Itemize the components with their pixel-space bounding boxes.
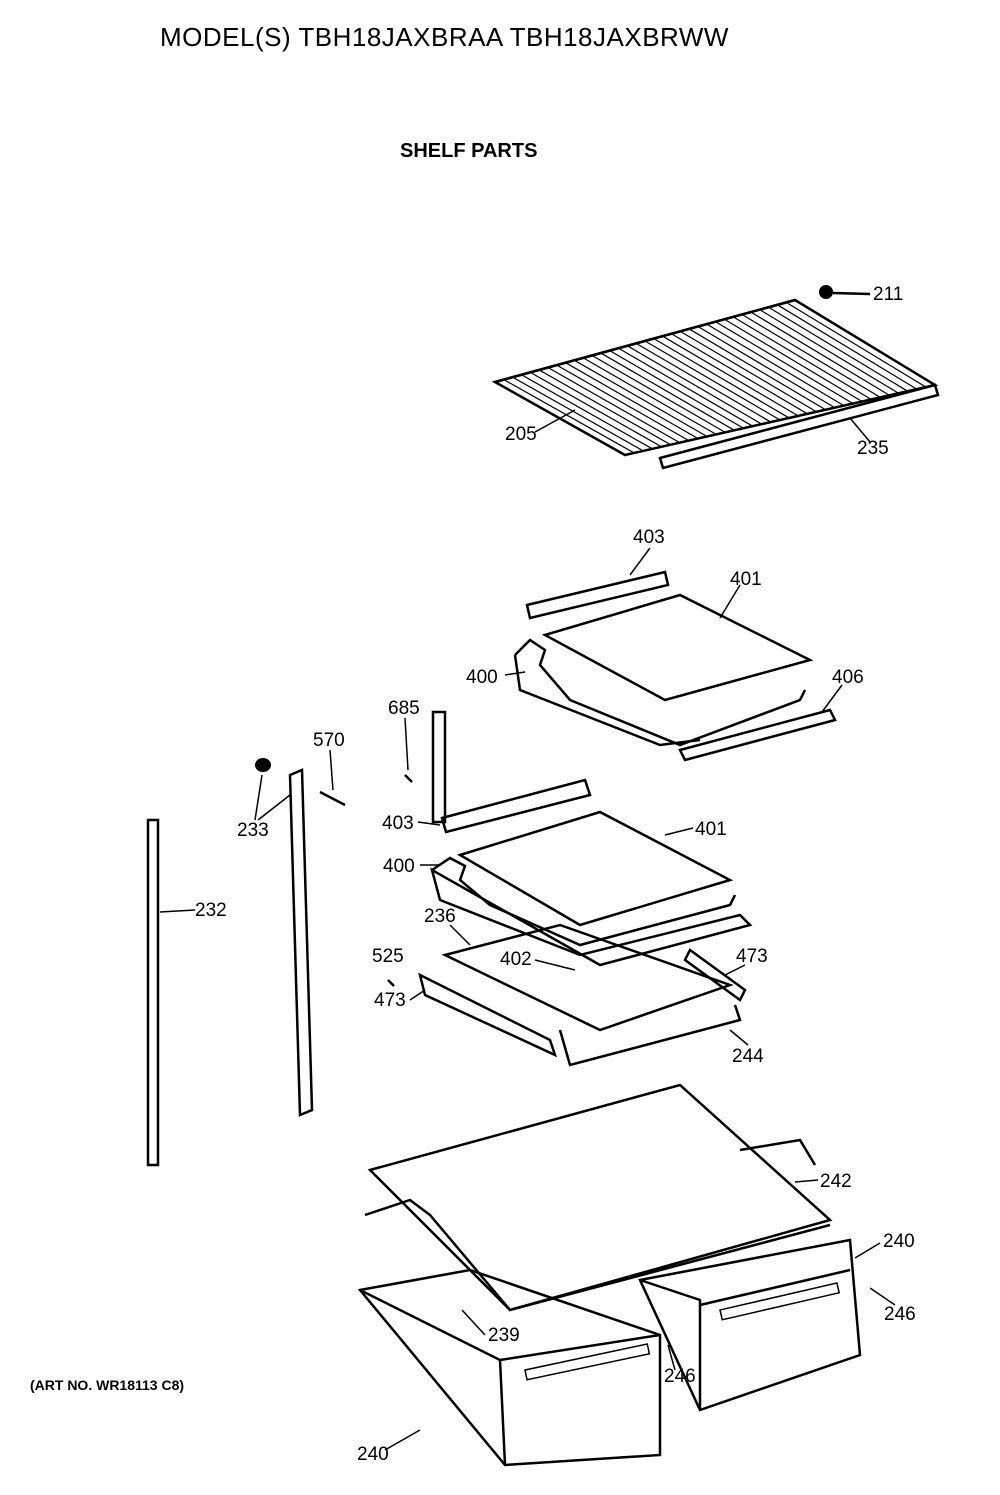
middle-glass-shelf bbox=[430, 710, 753, 967]
shelf-rod bbox=[732, 316, 872, 400]
shelf-rod bbox=[609, 350, 744, 429]
label-400-upper: 400 bbox=[466, 667, 498, 688]
leader-lines bbox=[159, 409, 896, 1451]
shelf-rod bbox=[582, 357, 717, 435]
shelf-rod bbox=[565, 362, 699, 440]
label-570: 570 bbox=[313, 730, 345, 751]
shelf-rod bbox=[679, 330, 817, 413]
label-403-lower: 403 bbox=[382, 813, 414, 834]
shelf-rod bbox=[591, 354, 726, 433]
upper-glass-shelf bbox=[513, 570, 837, 762]
shelf-rod bbox=[547, 367, 681, 444]
label-402: 402 bbox=[500, 949, 532, 970]
label-401-lower: 401 bbox=[695, 819, 727, 840]
shelf-rod bbox=[741, 313, 881, 398]
shelf-rod bbox=[512, 376, 644, 452]
rail-left bbox=[146, 818, 160, 1167]
shelf-rod bbox=[635, 342, 772, 423]
label-236: 236 bbox=[424, 906, 456, 927]
shelf-rod bbox=[715, 321, 854, 405]
label-233: 233 bbox=[237, 820, 269, 841]
section-title: SHELF PARTS bbox=[400, 140, 538, 162]
shelf-rod bbox=[750, 311, 890, 396]
label-246-left: 246 bbox=[664, 1366, 696, 1387]
shelf-rod bbox=[574, 359, 708, 437]
label-244: 244 bbox=[732, 1046, 764, 1067]
label-473-right: 473 bbox=[736, 946, 768, 967]
art-number: (ART NO. WR18113 C8) bbox=[30, 1377, 185, 1393]
label-211: 211 bbox=[873, 284, 903, 305]
label-403-upper: 403 bbox=[633, 527, 665, 548]
model-title: MODEL(S) TBH18JAXBRAA TBH18JAXBRWW bbox=[160, 22, 729, 52]
bracket-hardware bbox=[255, 758, 413, 987]
shelf-rod bbox=[600, 352, 735, 431]
label-473-left: 473 bbox=[374, 990, 406, 1011]
label-240-left: 240 bbox=[357, 1444, 389, 1465]
rail-right bbox=[288, 768, 314, 1117]
label-242: 242 bbox=[820, 1171, 852, 1192]
label-525: 525 bbox=[372, 946, 404, 967]
shelf-rod bbox=[503, 379, 635, 454]
label-240-right: 240 bbox=[883, 1231, 915, 1252]
shelf-cap bbox=[819, 285, 871, 299]
shelf-rod bbox=[521, 374, 653, 450]
shelf-trim bbox=[658, 383, 940, 470]
label-400-lower: 400 bbox=[383, 856, 415, 877]
shelf-rod bbox=[653, 338, 790, 419]
label-246-right: 246 bbox=[884, 1304, 916, 1325]
shelf-rod bbox=[662, 335, 799, 417]
shelf-rod bbox=[529, 371, 662, 448]
shelf-rod bbox=[768, 306, 908, 392]
label-401-upper: 401 bbox=[730, 569, 762, 590]
wire-shelf bbox=[491, 298, 939, 457]
crisper-drawer-right bbox=[638, 1238, 862, 1412]
crisper-frame bbox=[418, 923, 747, 1067]
label-235: 235 bbox=[857, 438, 889, 459]
shelf-rod bbox=[671, 333, 808, 415]
label-239: 239 bbox=[488, 1325, 520, 1346]
crisper-drawer-left bbox=[357, 1268, 662, 1467]
label-205: 205 bbox=[505, 424, 537, 445]
shelf-rod bbox=[777, 304, 918, 390]
label-406: 406 bbox=[832, 667, 864, 688]
shelf-rod bbox=[538, 369, 671, 446]
label-685: 685 bbox=[388, 698, 420, 719]
shelf-rod bbox=[627, 345, 763, 425]
shelf-rod bbox=[706, 323, 845, 407]
shelf-rod bbox=[556, 364, 690, 442]
shelf-rod bbox=[724, 318, 863, 402]
shelf-rod bbox=[785, 301, 927, 388]
shelf-rod bbox=[644, 340, 781, 421]
shelf-rod bbox=[618, 347, 753, 427]
shelf-rod bbox=[697, 326, 836, 409]
crisper-cover bbox=[364, 1083, 833, 1312]
shelf-rod bbox=[688, 328, 826, 411]
part-labels: 211 205 235 403 401 400 406 685 570 233 … bbox=[195, 284, 916, 1465]
shelf-rod bbox=[759, 309, 899, 394]
label-232: 232 bbox=[195, 900, 227, 921]
